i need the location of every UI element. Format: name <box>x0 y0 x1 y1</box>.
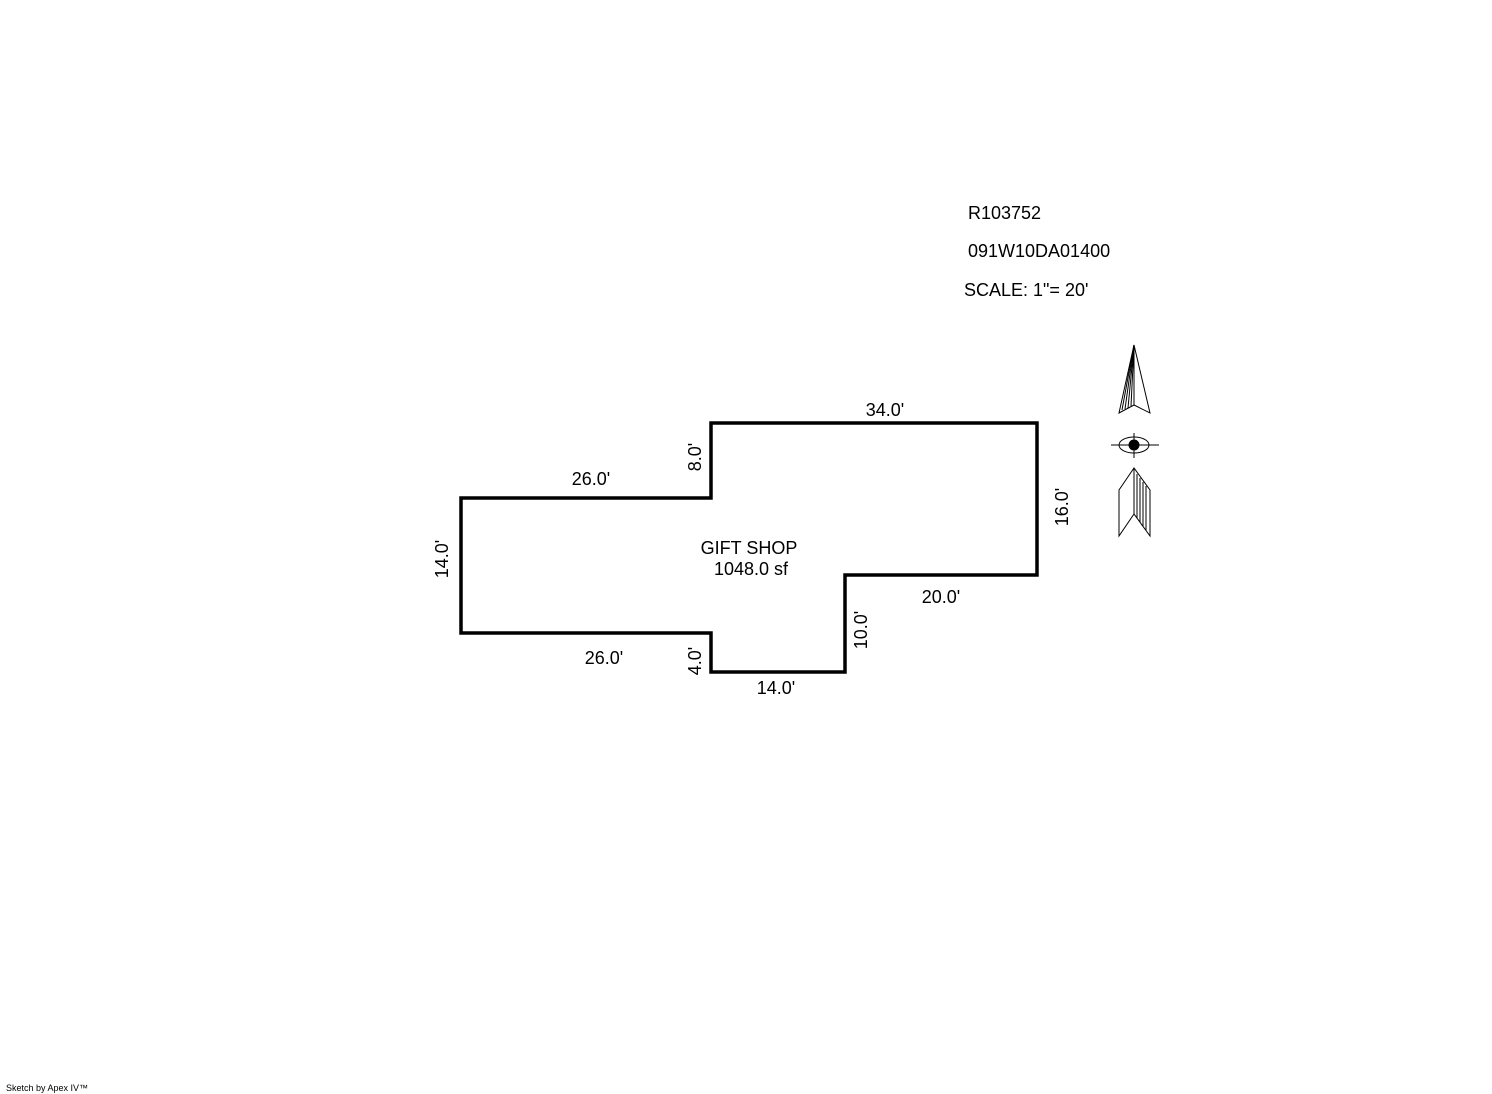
map-number: 091W10DA01400 <box>968 241 1110 261</box>
parcel-id: R103752 <box>968 203 1041 223</box>
dim-lower-left: 26.0' <box>585 648 623 668</box>
dim-upper-step: 8.0' <box>685 443 705 471</box>
dim-top: 34.0' <box>866 400 904 420</box>
sketch-credit: Sketch by Apex IV™ <box>6 1083 88 1093</box>
scale-label: SCALE: 1"= 20' <box>964 280 1088 300</box>
gift-shop-outline <box>459 421 1039 674</box>
dim-bottom: 14.0' <box>757 678 795 698</box>
dim-left: 14.0' <box>432 540 452 578</box>
dim-right: 16.0' <box>1052 488 1072 526</box>
dim-bottom-step: 4.0' <box>685 647 705 675</box>
north-arrow-icon <box>1111 344 1159 538</box>
dim-upper-left: 26.0' <box>572 469 610 489</box>
area-size: 1048.0 sf <box>714 559 789 579</box>
area-name: GIFT SHOP <box>701 538 798 558</box>
dim-inner-step: 10.0' <box>851 611 871 649</box>
dim-right-step-bottom: 20.0' <box>922 587 960 607</box>
